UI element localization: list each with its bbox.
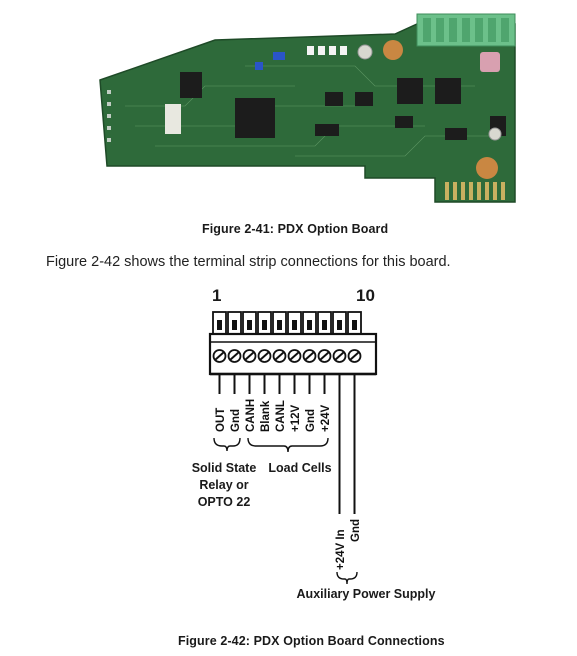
terminal-number-last: 10 xyxy=(356,286,375,305)
pin-label-gnd-2: Gnd xyxy=(305,409,317,432)
aux-label-gnd: Gnd xyxy=(350,519,362,542)
aux-wires xyxy=(338,374,356,514)
microcontroller-chip xyxy=(235,98,275,138)
relay-group-label: Solid State Relay or OPTO 22 xyxy=(176,460,272,511)
pin-label-12v: +12V xyxy=(290,404,302,432)
aux-label-24v-in: +24V In xyxy=(335,529,347,570)
figure-caption-pdx-board: Figure 2-41: PDX Option Board xyxy=(202,222,389,236)
pdx-board-photo xyxy=(99,13,516,203)
brace-load-cells xyxy=(247,437,329,453)
pin-label-24v: +24V xyxy=(320,404,332,432)
pin-label-out: OUT xyxy=(215,408,227,432)
brace-aux xyxy=(336,571,358,585)
pcb-board xyxy=(99,23,516,203)
pin-label-gnd: Gnd xyxy=(230,409,242,432)
figure-caption-connections: Figure 2-42: PDX Option Board Connection… xyxy=(178,634,445,648)
pin-label-blank: Blank xyxy=(260,400,272,432)
terminal-strip-diagram: OUT Gnd CANH Blank CANL +12V Gnd +24V +2… xyxy=(208,311,378,585)
pin-label-canl: CANL xyxy=(275,400,287,432)
relay-label-line1: Solid State xyxy=(191,461,257,475)
relay-label-line3: OPTO 22 xyxy=(197,495,251,509)
pin-label-canh: CANH xyxy=(245,399,257,432)
capacitor-orange xyxy=(383,40,403,60)
terminal-number-first: 1 xyxy=(212,286,222,305)
relay-label-line2: Relay or xyxy=(199,478,249,492)
load-cells-label: Load Cells xyxy=(268,461,332,475)
body-paragraph: Figure 2-42 shows the terminal strip con… xyxy=(46,254,451,270)
aux-power-supply-label: Auxiliary Power Supply xyxy=(296,587,436,601)
brace-relay xyxy=(213,437,241,452)
